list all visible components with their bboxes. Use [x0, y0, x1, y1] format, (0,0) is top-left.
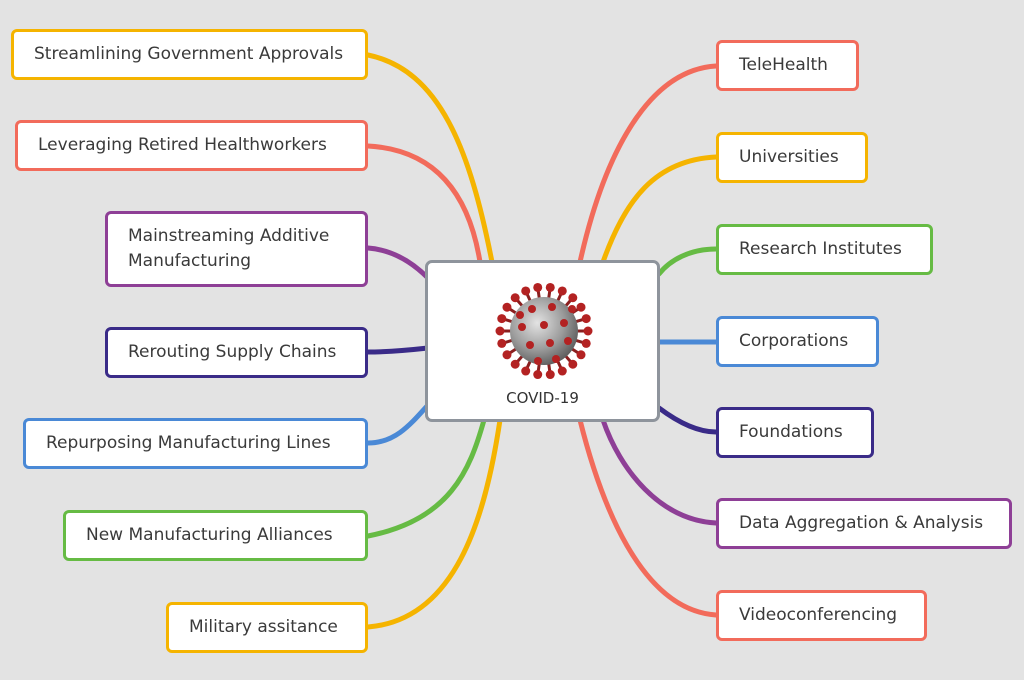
center-label: COVID-19 — [506, 389, 579, 407]
connector-r5 — [600, 417, 719, 526]
node-label: Foundations — [739, 422, 843, 443]
node-label: TeleHealth — [739, 55, 828, 76]
node-rerouting-supply-chains: Rerouting Supply Chains — [105, 327, 368, 378]
connector-r0 — [577, 63, 719, 265]
node-streamlining-government-approvals: Streamlining Government Approvals — [11, 29, 368, 80]
connector-l2 — [365, 245, 431, 281]
connector-l1 — [365, 143, 483, 265]
node-label: Corporations — [739, 331, 849, 352]
connector-l4 — [365, 402, 431, 446]
connector-l3 — [365, 345, 431, 355]
virus-icon — [495, 282, 593, 380]
node-foundations: Foundations — [716, 407, 874, 458]
node-label: Repurposing Manufacturing Lines — [46, 433, 331, 454]
connector-l6 — [365, 417, 503, 630]
node-label: Military assitance — [189, 617, 338, 638]
connector-r2 — [656, 246, 719, 277]
node-label: Videoconferencing — [739, 605, 898, 626]
node-label: Leveraging Retired Healthworkers — [38, 135, 327, 156]
node-mainstreaming-additive-manufacturing: Mainstreaming Additive Manufacturing — [105, 211, 368, 287]
node-telehealth: TeleHealth — [716, 40, 859, 91]
node-label: New Manufacturing Alliances — [86, 525, 333, 546]
connector-r4 — [656, 405, 719, 435]
node-corporations: Corporations — [716, 316, 879, 367]
node-label: Universities — [739, 147, 839, 168]
node-label: Research Institutes — [739, 239, 902, 260]
node-label: Data Aggregation & Analysis — [739, 513, 984, 534]
node-military-assitance: Military assitance — [166, 602, 368, 653]
node-videoconferencing: Videoconferencing — [716, 590, 927, 641]
node-universities: Universities — [716, 132, 868, 183]
node-research-institutes: Research Institutes — [716, 224, 933, 275]
connector-r1 — [600, 154, 719, 265]
node-leveraging-retired-healthworkers: Leveraging Retired Healthworkers — [15, 120, 368, 171]
node-new-manufacturing-alliances: New Manufacturing Alliances — [63, 510, 368, 561]
node-label: Rerouting Supply Chains — [128, 342, 337, 363]
node-repurposing-manufacturing-lines: Repurposing Manufacturing Lines — [23, 418, 368, 469]
center-node-covid-19: COVID-19 — [425, 260, 660, 422]
connector-r6 — [577, 417, 719, 618]
node-label: Mainstreaming Additive Manufacturing — [128, 226, 330, 271]
connector-l0 — [365, 52, 495, 265]
connector-l5 — [365, 417, 487, 539]
node-label: Streamlining Government Approvals — [34, 44, 344, 65]
node-data-aggregation-analysis: Data Aggregation & Analysis — [716, 498, 1012, 549]
